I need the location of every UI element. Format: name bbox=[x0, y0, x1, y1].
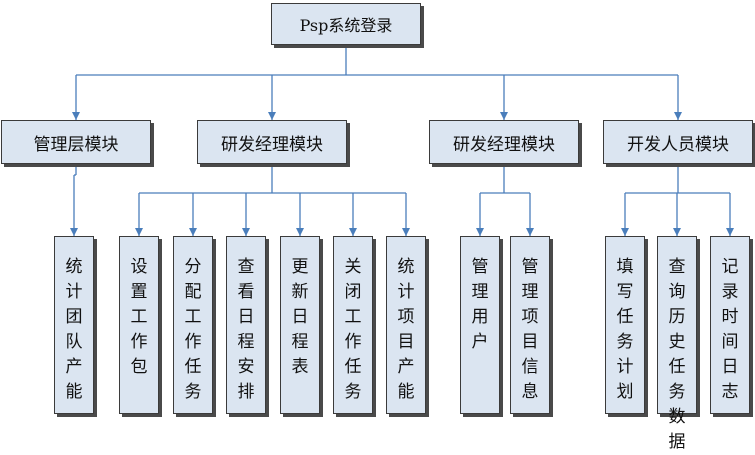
arrow-head bbox=[296, 228, 304, 236]
leaf-node: 分配工作任务 bbox=[173, 236, 213, 414]
root-node: Psp系统登录 bbox=[271, 3, 421, 45]
arrow-head bbox=[673, 228, 681, 236]
arrow-head bbox=[189, 228, 197, 236]
leaf-label: 查询历史任务数据 bbox=[668, 257, 686, 452]
arrow-head bbox=[72, 112, 80, 120]
leaf-label: 管理项目信息 bbox=[521, 257, 539, 402]
leaf-node: 查看日程安排 bbox=[226, 236, 266, 414]
leaf-node: 填写任务计划 bbox=[605, 236, 645, 414]
leaf-label: 统计团队产能 bbox=[65, 257, 83, 402]
leaf-node: 更新日程表 bbox=[280, 236, 320, 414]
leaf-label: 设置工作包 bbox=[130, 257, 148, 377]
arrow-head bbox=[476, 228, 484, 236]
arrow-head bbox=[70, 228, 78, 236]
arrow-head bbox=[268, 112, 276, 120]
leaf-label: 记录时间日志 bbox=[721, 257, 739, 402]
arrow-head bbox=[135, 228, 143, 236]
arrow-head bbox=[349, 228, 357, 236]
leaf-label: 更新日程表 bbox=[291, 257, 309, 377]
arrow-head bbox=[500, 112, 508, 120]
leaf-node: 关闭工作任务 bbox=[333, 236, 373, 414]
arrow-head bbox=[726, 228, 734, 236]
module-node-rd-manager-1: 研发经理模块 bbox=[197, 120, 347, 164]
psp-module-diagram: Psp系统登录 管理层模块 研发经理模块 研发经理模块 开发人员模块 统计团队产… bbox=[1, 3, 753, 452]
leaf-label: 填写任务计划 bbox=[616, 257, 634, 402]
module-label: 研发经理模块 bbox=[221, 134, 323, 155]
leaf-node: 管理用户 bbox=[460, 236, 500, 414]
leaf-node: 统计项目产能 bbox=[386, 236, 426, 414]
arrow-head bbox=[526, 228, 534, 236]
leaf-node: 设置工作包 bbox=[119, 236, 159, 414]
module-label: 研发经理模块 bbox=[453, 134, 555, 155]
leaf-label: 分配工作任务 bbox=[184, 257, 202, 402]
arrow-head bbox=[674, 112, 682, 120]
leaf-node: 统计团队产能 bbox=[54, 236, 94, 414]
root-label: Psp系统登录 bbox=[299, 16, 393, 35]
leaf-node: 管理项目信息 bbox=[510, 236, 550, 414]
leaf-label: 关闭工作任务 bbox=[344, 257, 362, 402]
leaf-node: 查询历史任务数据 bbox=[657, 236, 697, 452]
leaf-node: 记录时间日志 bbox=[710, 236, 750, 414]
arrow-head bbox=[402, 228, 410, 236]
leaf-label: 统计项目产能 bbox=[397, 257, 415, 402]
module-node-developer: 开发人员模块 bbox=[603, 120, 753, 164]
connector-lines bbox=[70, 45, 734, 236]
arrow-head bbox=[242, 228, 250, 236]
leaf-label: 管理用户 bbox=[471, 257, 489, 352]
module-label: 开发人员模块 bbox=[627, 134, 729, 155]
arrow-head bbox=[621, 228, 629, 236]
module-node-rd-manager-2: 研发经理模块 bbox=[429, 120, 579, 164]
module-label: 管理层模块 bbox=[33, 134, 119, 155]
leaf-label: 查看日程安排 bbox=[237, 257, 255, 402]
module-node-management: 管理层模块 bbox=[1, 120, 151, 164]
